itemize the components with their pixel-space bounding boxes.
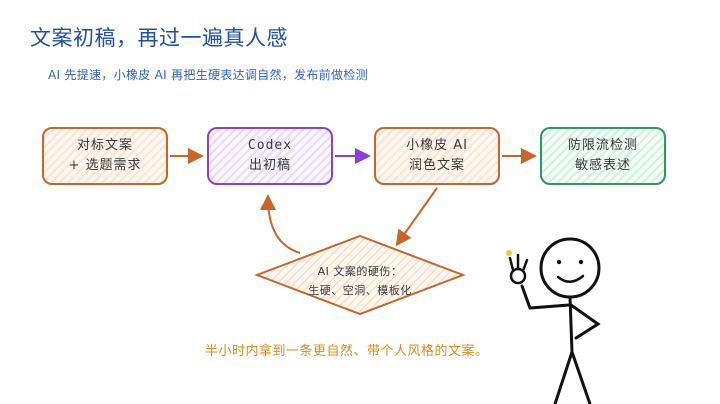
node-throttle-check-line2: 敏感表述	[574, 158, 631, 173]
problem-line2: 生硬、空洞、模板化	[308, 284, 412, 297]
node-polish: 小橡皮 AI 润色文案	[374, 127, 500, 185]
page-subtitle: AI 先提速，小橡皮 AI 再把生硬表达调自然，发布前做检测	[48, 68, 368, 82]
sparkle-dot	[506, 250, 512, 256]
node-codex-draft-line1: Codex	[247, 138, 293, 153]
node-benchmark-copy: 对标文案 + 选题需求	[42, 127, 168, 185]
node-benchmark-copy-line1: 对标文案	[76, 138, 133, 153]
problem-diamond-text: AI 文案的硬伤： 生硬、空洞、模板化	[275, 262, 445, 300]
node-codex-draft-line2: 出初稿	[248, 158, 291, 173]
conclusion-text: 半小时内拿到一条更自然、带个人风格的文案。	[205, 344, 489, 359]
node-polish-line2: 润色文案	[408, 158, 465, 173]
problem-line1: AI 文案的硬伤：	[317, 265, 403, 278]
problem-diamond	[254, 234, 466, 316]
node-polish-line1: 小橡皮 AI	[406, 138, 468, 153]
node-throttle-check: 防限流检测 敏感表述	[540, 127, 666, 185]
stick-figure	[508, 237, 601, 404]
arrow-polish-to-problem	[395, 187, 438, 247]
node-throttle-check-line1: 防限流检测	[567, 138, 638, 153]
node-benchmark-copy-line2: + 选题需求	[68, 158, 142, 173]
page-title: 文案初稿，再过一遍真人感	[30, 26, 288, 50]
arrow-problem-to-draft	[260, 194, 301, 254]
node-codex-draft: Codex 出初稿	[207, 127, 333, 185]
